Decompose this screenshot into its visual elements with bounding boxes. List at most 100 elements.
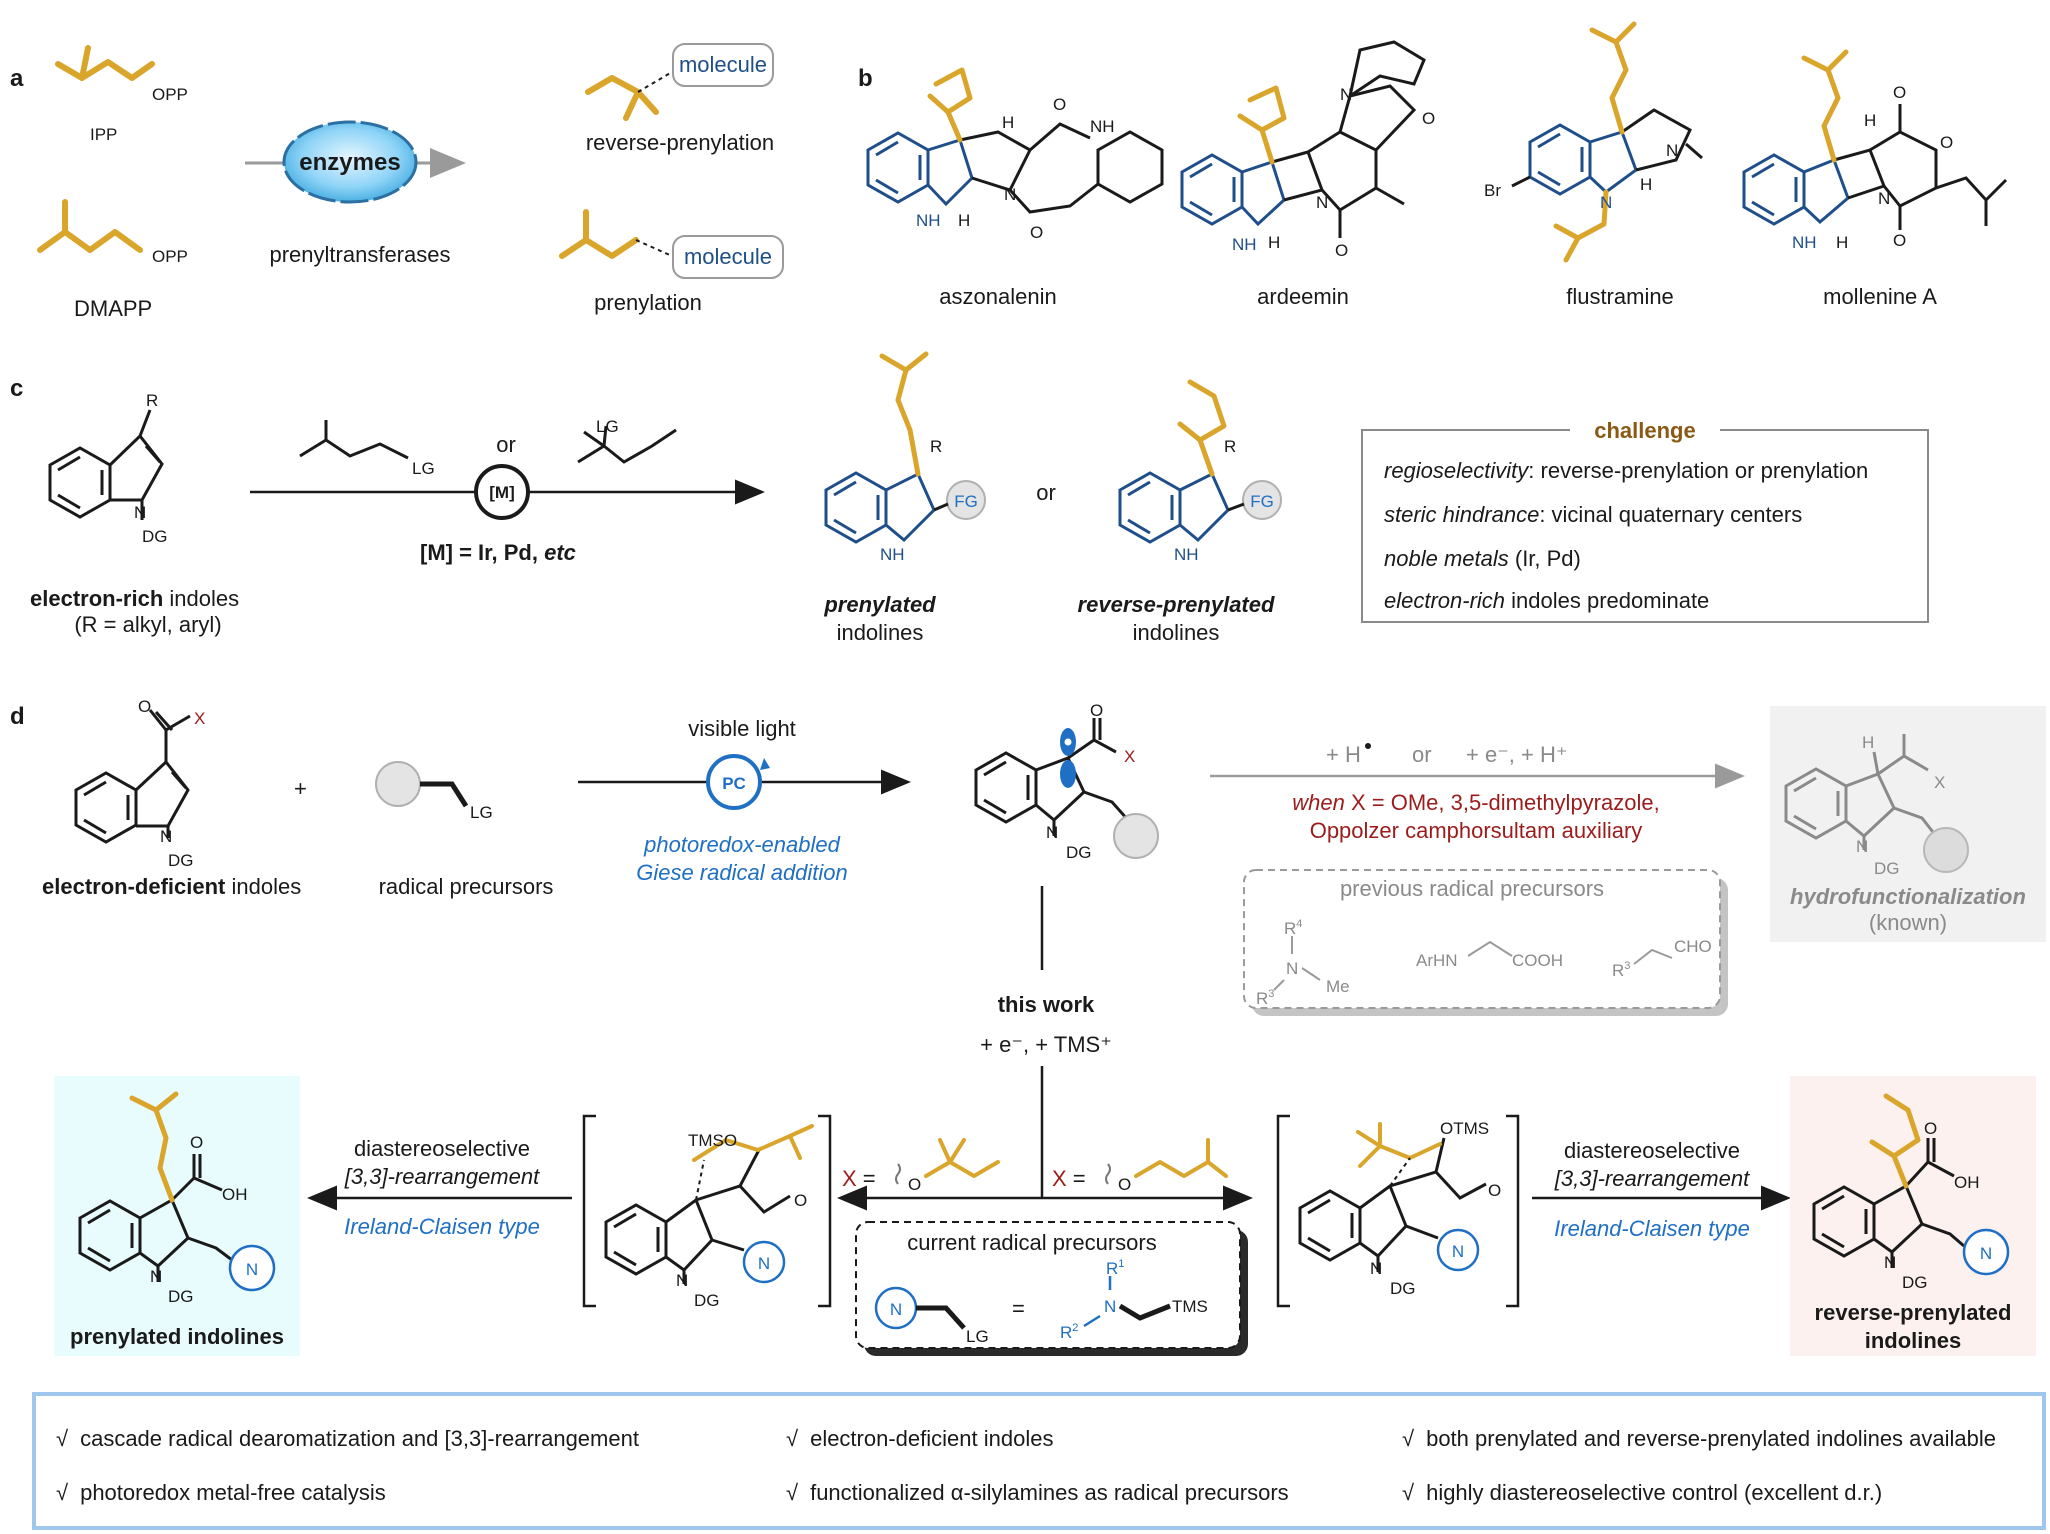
prev-cooh: COOH: [1512, 951, 1563, 970]
x-eq-right-x: X: [1052, 1166, 1067, 1191]
current-r1: R1: [1106, 1258, 1124, 1278]
c-metal-eq: [M] = Ir, Pd,: [420, 540, 544, 565]
aszo-o1: O: [1053, 95, 1066, 114]
giese-2: Giese radical addition: [636, 860, 848, 885]
right-int-dg: DG: [1390, 1279, 1416, 1298]
challenge-3: noble metals (Ir, Pd): [1384, 546, 1581, 571]
current-title: current radical precursors: [907, 1230, 1156, 1255]
feature-1-check: √: [56, 1426, 69, 1451]
c-prod-or: or: [1036, 480, 1056, 505]
feature-6-text: highly diastereoselective control (excel…: [1426, 1480, 1882, 1505]
current-eq: =: [1012, 1296, 1025, 1321]
mollenine-structure: O O O N NH H H: [1742, 49, 2008, 252]
feature-5: √functionalized α-silylamines as radical…: [786, 1480, 1289, 1505]
dmapp-opp: OPP: [152, 247, 188, 266]
ardeemin-n: N: [1316, 193, 1328, 212]
right-int-n: N: [1370, 1259, 1382, 1278]
molecule-label-2: molecule: [684, 244, 772, 269]
current-tms: TMS: [1172, 1297, 1208, 1316]
previous-title: previous radical precursors: [1340, 876, 1604, 901]
challenge-1-italic: regioselectivity: [1384, 458, 1530, 483]
left-ireland: Ireland-Claisen type: [344, 1214, 540, 1239]
ardeemin-x: N: [1340, 85, 1352, 104]
left-product: N O OH N DG: [78, 1091, 276, 1306]
feature-6: √highly diastereoselective control (exce…: [1402, 1480, 1882, 1505]
known-or: or: [1412, 742, 1432, 767]
right-intermediate: N OTMS O N DG: [1276, 1114, 1520, 1308]
flustramine-h: H: [1640, 175, 1652, 194]
c-r2: R: [1224, 437, 1236, 456]
challenge-4: electron-rich indoles predominate: [1384, 588, 1709, 613]
c-reverse-lg: [577, 425, 677, 464]
right-prod-n: N: [1884, 1253, 1896, 1272]
known-box: [1770, 706, 2046, 942]
aszo-nh2: NH: [916, 211, 941, 230]
feature-1: √cascade radical dearomatization and [3,…: [56, 1426, 639, 1451]
current-ch2: [1118, 1303, 1171, 1321]
challenge-4-rest: indoles predominate: [1505, 588, 1709, 613]
left-int-dg: DG: [694, 1291, 720, 1310]
compound-mollenine: mollenine A: [1823, 284, 1937, 309]
mollenine-h: H: [1836, 233, 1848, 252]
c-substrate-note: (R = alkyl, aryl): [74, 612, 221, 637]
left-product-box: [54, 1076, 300, 1356]
right-ireland: Ireland-Claisen type: [1554, 1216, 1750, 1241]
prev-me: Me: [1326, 977, 1350, 996]
d-light: visible light: [688, 716, 796, 741]
radical-circle: [375, 761, 421, 807]
prev-n: N: [1286, 959, 1298, 978]
c-fg1: FG: [954, 492, 978, 511]
c-nh1: NH: [880, 545, 905, 564]
panel-label-c: c: [10, 375, 23, 402]
current-bond: [916, 1305, 966, 1330]
panel-b: b O NH N O NH H H aszonale: [858, 21, 2008, 309]
c-prenyl-lg: [299, 420, 409, 460]
challenge-title-bg: [1570, 418, 1720, 444]
panel-label-d: d: [10, 703, 25, 730]
c-indole: R N DG: [48, 391, 168, 546]
feature-3: √both prenylated and reverse-prenylated …: [1402, 1426, 1996, 1451]
d-int-x: X: [1124, 747, 1135, 766]
current-r2-r: R: [1060, 1323, 1072, 1342]
right-prod-oh: OH: [1954, 1173, 1980, 1192]
known-dg: DG: [1874, 859, 1900, 878]
prev-glycine: [1467, 940, 1513, 957]
left-prod-oh: OH: [222, 1185, 248, 1204]
feature-5-check: √: [786, 1480, 799, 1505]
aszonalenin-structure: O NH N O NH H H: [866, 67, 1164, 242]
left-prod-n: N: [150, 1267, 162, 1286]
pc-circle: [706, 754, 762, 810]
feature-3-check: √: [1402, 1426, 1415, 1451]
x-right-prenyl: [1134, 1138, 1228, 1178]
d-x: X: [194, 709, 205, 728]
enzyme-caption: prenyltransferases: [270, 242, 451, 267]
ardeemin-h: H: [1268, 233, 1280, 252]
feature-4-text: photoredox metal-free catalysis: [80, 1480, 386, 1505]
d-int-o: O: [1090, 701, 1103, 720]
mollenine-o2: O: [1940, 133, 1953, 152]
x-eq-left-x: X: [842, 1166, 857, 1191]
prev-r4-r: R: [1284, 919, 1296, 938]
current-amine-n: N: [1104, 1297, 1116, 1316]
prenylation-label: prenylation: [594, 290, 702, 315]
radical-bond: [420, 781, 469, 808]
challenge-title: challenge: [1594, 418, 1695, 443]
right-product-label-1: reverse-prenylated: [1815, 1300, 2012, 1325]
current-amine: [1083, 1276, 1112, 1328]
squiggle-right: [1105, 1163, 1111, 1185]
challenge-1-rest: : reverse-prenylation or prenylation: [1528, 458, 1868, 483]
when-line-1: when X = OMe, 3,5-dimethylpyrazole,: [1292, 790, 1659, 815]
d-substrate-rest: indoles: [225, 874, 301, 899]
e-h: + e⁻, + H⁺: [1466, 742, 1568, 767]
radical-orbital-bottom: [1060, 760, 1076, 788]
right-prod-o: O: [1924, 1119, 1937, 1138]
feature-4-check: √: [56, 1480, 69, 1505]
c-substrate-bold: electron-rich: [30, 586, 163, 611]
d-radical-intermediate: O X N DG: [974, 701, 1159, 862]
left-int-tmso: TMSO: [688, 1131, 737, 1150]
right-prod-n-circle: N: [1980, 1244, 1992, 1263]
x-left-reverse-prenyl: [924, 1138, 1000, 1178]
reverse-prenyl-fragment: [585, 75, 659, 121]
ardeemin-structure: N O O NH H N: [1180, 40, 1435, 260]
prenyl-bond: [635, 239, 673, 257]
